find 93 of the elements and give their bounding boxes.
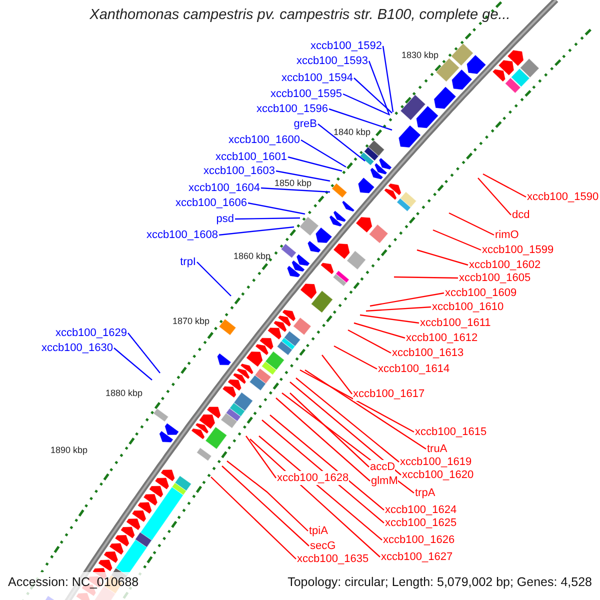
leader-line (382, 46, 394, 112)
leader-line (432, 229, 482, 251)
leader-line (416, 249, 468, 266)
leader-line (234, 217, 300, 220)
gene-label: xccb100_1600 (228, 133, 300, 147)
leader-line (370, 292, 444, 307)
leader-line (328, 108, 392, 131)
gene-label: xccb100_1620 (402, 468, 474, 482)
tick-label: 1870 kbp (172, 315, 210, 328)
leader-line (210, 476, 296, 560)
leader-line (250, 438, 380, 558)
gene-label: xccb100_1608 (146, 228, 218, 242)
leader-line (354, 78, 392, 114)
gene-label: xccb100_1599 (482, 243, 554, 257)
leader-line (222, 466, 310, 546)
gene-label: xccb100_1615 (415, 425, 487, 439)
topology-text: Topology: circular; Length: 5,079,002 bp; Genes: 4,528 (288, 575, 592, 589)
gene-label: xccb100_1605 (459, 271, 531, 285)
gene-label: xccb100_1614 (378, 362, 450, 376)
gene-label: xccb100_1624 (385, 503, 457, 517)
leader-line (300, 369, 414, 433)
leader-line (348, 329, 392, 354)
gene-label: xccb100_1628 (277, 471, 349, 485)
leader-line (276, 170, 330, 182)
gene-label: accD (370, 460, 396, 474)
leader-line (114, 348, 152, 380)
gene-label: glmM (371, 474, 398, 488)
leader-line (128, 332, 160, 374)
leader-line (368, 60, 390, 114)
gene-label: xccb100_1594 (281, 71, 353, 85)
leader-line (226, 460, 308, 532)
leader-line (258, 436, 382, 540)
gene-label: xccb100_1596 (256, 102, 328, 116)
accession-text: Accession: NC_010688 (8, 575, 139, 589)
gene-label: xccb100_1635 (297, 552, 369, 566)
leader-line (270, 414, 384, 510)
gene-label: xccb100_1602 (469, 258, 541, 272)
leader-line (290, 382, 402, 476)
leader-line (196, 262, 232, 296)
gene-label: xccb100_1627 (381, 550, 453, 564)
tick-label: 1860 kbp (234, 250, 271, 263)
gene-label: xccb100_1611 (420, 316, 491, 330)
leader-line (262, 420, 384, 524)
leader-line (342, 93, 390, 116)
leader-line (288, 156, 342, 172)
gene-label: xccb100_1606 (175, 196, 247, 210)
leader-line (260, 187, 330, 193)
leader-line (248, 202, 306, 215)
gene-label: xccb100_1595 (270, 87, 342, 101)
gene-label: xccb100_1604 (188, 181, 260, 195)
gene-label: xccb100_1617 (353, 387, 425, 401)
leader-line (482, 173, 526, 198)
gene-label: trpA (415, 486, 436, 500)
leader-line (296, 378, 400, 462)
gene-label: xccb100_1609 (445, 286, 517, 300)
leader-line (290, 392, 370, 468)
leader-line (366, 306, 432, 312)
leader-line (360, 314, 420, 324)
tick-label: 1840 kbp (334, 126, 371, 139)
gene-label: xccb100_1613 (392, 346, 464, 360)
leader-line (322, 354, 352, 394)
gene-label: xccb100_1629 (55, 326, 127, 340)
tick-label: 1830 kbp (402, 49, 439, 62)
leader-line (478, 178, 512, 216)
leader-line (276, 398, 370, 482)
gene-label: xccb100_1592 (310, 39, 382, 53)
leader-line (394, 276, 458, 279)
gene-label: tpiA (309, 524, 328, 538)
gene-label: trpI (180, 255, 196, 269)
leader-line (218, 226, 294, 236)
leader-line (304, 370, 426, 450)
gene-label: xccb100_1630 (41, 341, 113, 355)
tick-label: 1850 kbp (274, 177, 312, 190)
gene-label: xccb100_1625 (385, 516, 457, 530)
leader-line (300, 139, 346, 168)
gene-label: xccb100_1603 (203, 164, 275, 178)
gene-label: xccb100_1601 (215, 150, 287, 164)
gene-label: psd (216, 212, 234, 226)
gene-label: xccb100_1626 (383, 533, 455, 547)
leader-line (246, 436, 276, 478)
leader-line (318, 124, 366, 162)
tick-label: 1890 kbp (50, 444, 88, 457)
gene-label: xccb100_1619 (400, 455, 472, 469)
gene-label: xccb100_1593 (296, 54, 368, 68)
gene-label: greB (294, 117, 317, 131)
gene-label: xccb100_1610 (432, 300, 504, 314)
gene-label: xccb100_1590 (527, 190, 599, 204)
leader-line (354, 322, 406, 339)
tick-label: 1880 kbp (106, 387, 143, 400)
title: Xanthomonas campestris pv. campestris str. B100, complete ge... (90, 7, 510, 23)
leader-line (448, 212, 494, 236)
gene-label: xccb100_1612 (406, 331, 478, 345)
leader-line (334, 345, 378, 370)
